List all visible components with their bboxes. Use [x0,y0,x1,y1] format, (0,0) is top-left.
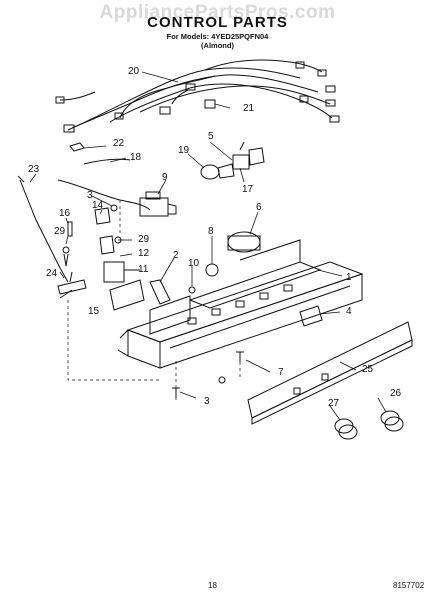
switch-part [299,305,323,327]
callout-11: 11 [138,264,149,275]
timer-part [205,263,219,277]
callout-16: 16 [59,208,71,219]
callout-14: 14 [92,200,104,211]
callout-6: 6 [256,202,262,213]
color-line: (Almond) [201,41,234,50]
knob-26 [380,410,404,432]
callout-24: 24 [46,268,58,279]
lamp-assembly [200,141,265,180]
wiring-harness [55,59,340,133]
callout-7: 7 [278,367,284,378]
callout-8: 8 [208,226,214,237]
connector-part [204,99,216,109]
bracket-part [149,279,171,305]
callout-29-right: 29 [138,234,150,245]
callout-17: 17 [242,184,254,195]
callout-29-left: 29 [54,226,66,237]
callout-9: 9 [162,172,168,183]
callout-3-top: 3 [87,190,93,201]
diagram-title: CONTROL PARTS [147,14,288,31]
callout-22: 22 [113,138,125,149]
callout-19: 19 [178,145,190,156]
reference-lines [67,200,241,400]
clip-part [69,142,85,152]
page-number: 18 [208,581,217,590]
callout-2: 2 [173,250,179,261]
control-housing [117,239,364,369]
callout-10: 10 [188,258,200,269]
left-hardware [62,204,145,311]
callout-1: 1 [346,272,352,283]
rod-part [19,179,69,283]
control-panel [247,321,413,425]
knob-27 [334,418,358,440]
callout-26: 26 [390,388,402,399]
callout-3-bottom: 3 [204,396,210,407]
lever-part [57,279,87,295]
part-number: 8157702 [393,581,425,590]
callout-23: 23 [28,164,40,175]
screw-part [188,286,196,294]
callout-5: 5 [208,131,214,142]
sensor-cable [57,179,151,211]
callout-21: 21 [243,103,255,114]
watermark: AppliancePartsPros.com [99,2,336,23]
callout-18: 18 [130,152,142,163]
callout-27: 27 [328,398,340,409]
screw-7 [236,351,244,362]
wire-part [83,158,131,165]
control-module [227,231,261,253]
callout-20: 20 [128,66,140,77]
callout-4: 4 [346,306,352,317]
thermostat-part [139,191,177,217]
callout-12: 12 [138,248,150,259]
callout-25: 25 [362,364,374,375]
model-line: For Models: 4YED25PQFN04 [166,32,269,41]
callout-15: 15 [88,306,100,317]
leader-lines [29,71,387,421]
callout-labels: 20 21 22 18 5 19 17 23 9 3 14 16 29 29 1… [28,66,402,409]
